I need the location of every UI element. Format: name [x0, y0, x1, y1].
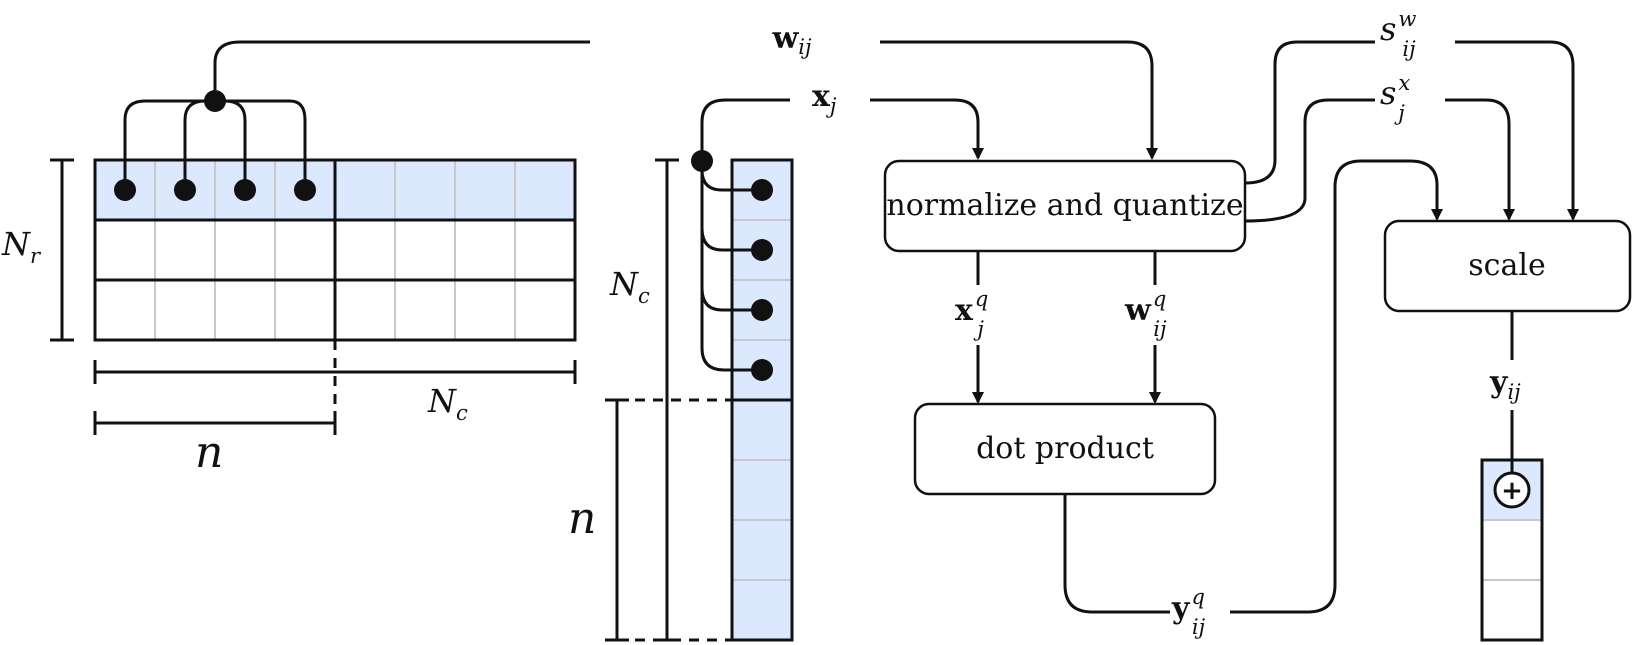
svg-text:+: +	[1501, 476, 1523, 506]
svg-text:n: n	[195, 427, 223, 478]
weight-block-connector	[114, 90, 316, 201]
svg-text:normalize and quantize: normalize and quantize	[886, 188, 1243, 223]
scale-box: scale	[1383, 219, 1632, 313]
svg-text:n: n	[568, 493, 596, 544]
input-vector	[730, 158, 794, 642]
n-matrix-bracket: n	[93, 340, 337, 478]
svg-text:Nr: Nr	[1, 225, 42, 268]
yq-arrow	[1063, 159, 1443, 614]
input-block-connector	[691, 150, 773, 381]
dot-product-box: dot product	[913, 402, 1217, 496]
x-label: xj	[812, 79, 837, 118]
nc-vector-bracket: Nc	[609, 158, 679, 642]
svg-text:scale: scale	[1468, 248, 1545, 283]
svg-text:dot product: dot product	[976, 431, 1154, 466]
output-vector	[1480, 411, 1544, 642]
weight-matrix	[93, 158, 577, 342]
nr-bracket: Nr	[1, 158, 74, 342]
y-label: yij	[1489, 365, 1521, 404]
nc-matrix-bracket: Nc	[93, 360, 577, 425]
accumulate-plus-icon: +	[1493, 471, 1531, 509]
svg-text:Nc: Nc	[427, 382, 468, 425]
w-label: wij	[771, 21, 812, 59]
normalize-quantize-box: normalize and quantize	[883, 159, 1247, 253]
sx-arrow	[1244, 98, 1515, 223]
sw-arrow	[1244, 40, 1579, 221]
svg-text:Nc: Nc	[609, 265, 650, 308]
n-vector-bracket: n	[568, 398, 732, 642]
